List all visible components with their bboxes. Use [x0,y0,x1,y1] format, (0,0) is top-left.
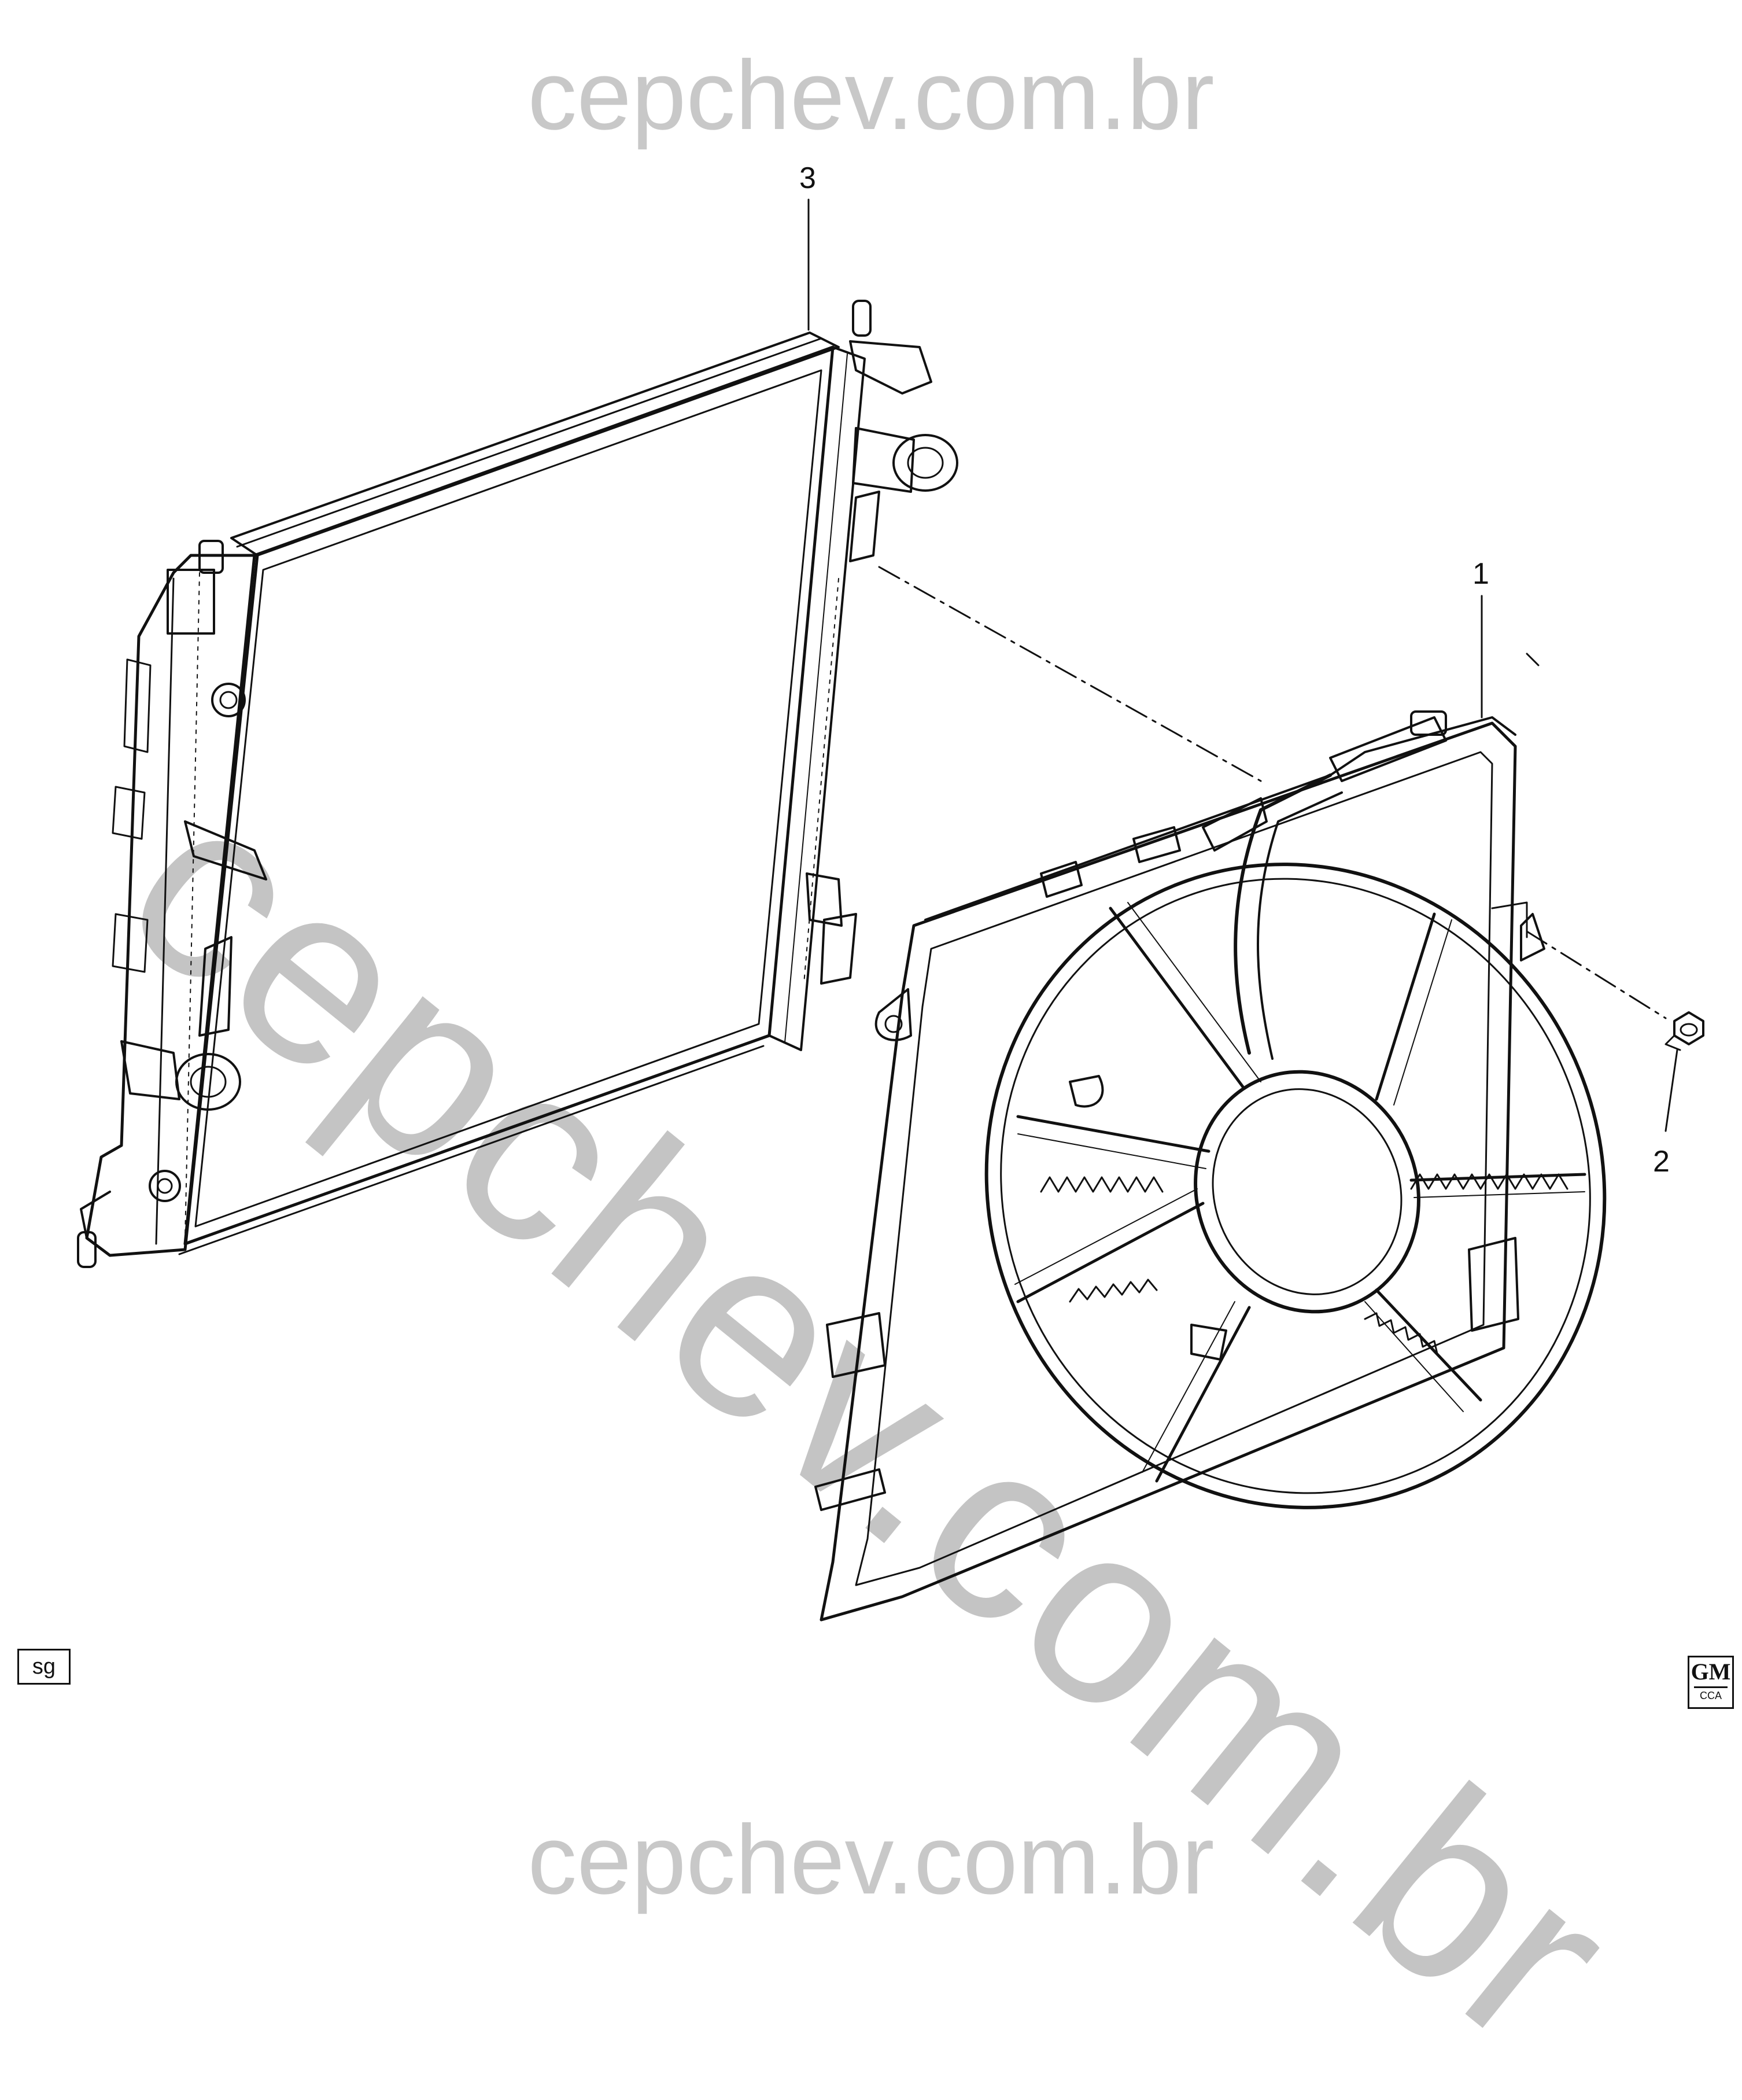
diagram-code-label: sg [17,1649,71,1685]
fan-ring-outer [984,863,1607,1509]
leader-lines [807,198,1678,1132]
fan-shroud [814,653,1607,1622]
shroud-frame [820,721,1517,1622]
leader-line-2 [1665,1049,1678,1132]
callout-2: 2 [1653,1145,1670,1178]
radiator [77,300,958,1268]
assembly-line-bolt [1526,930,1667,1019]
parts-diagram [77,198,1704,1622]
radiator-top-tank [230,331,840,557]
callout-1: 1 [1472,557,1489,591]
callout-3: 3 [799,161,816,195]
radiator-left-tank [85,554,259,1257]
gm-logo: GM CCA [1688,1656,1734,1709]
assembly-line-radiator-shroud [878,566,1262,782]
watermark-top: cepchev.com.br [527,40,1215,150]
gm-logo-subtext: CCA [1694,1686,1728,1703]
bolt [1665,1011,1704,1051]
watermark-bottom: cepchev.com.br [527,1805,1215,1915]
gm-logo-text: GM [1691,1659,1731,1685]
fan-hub-ring [1194,1070,1420,1314]
radiator-right-tank [768,346,866,1051]
